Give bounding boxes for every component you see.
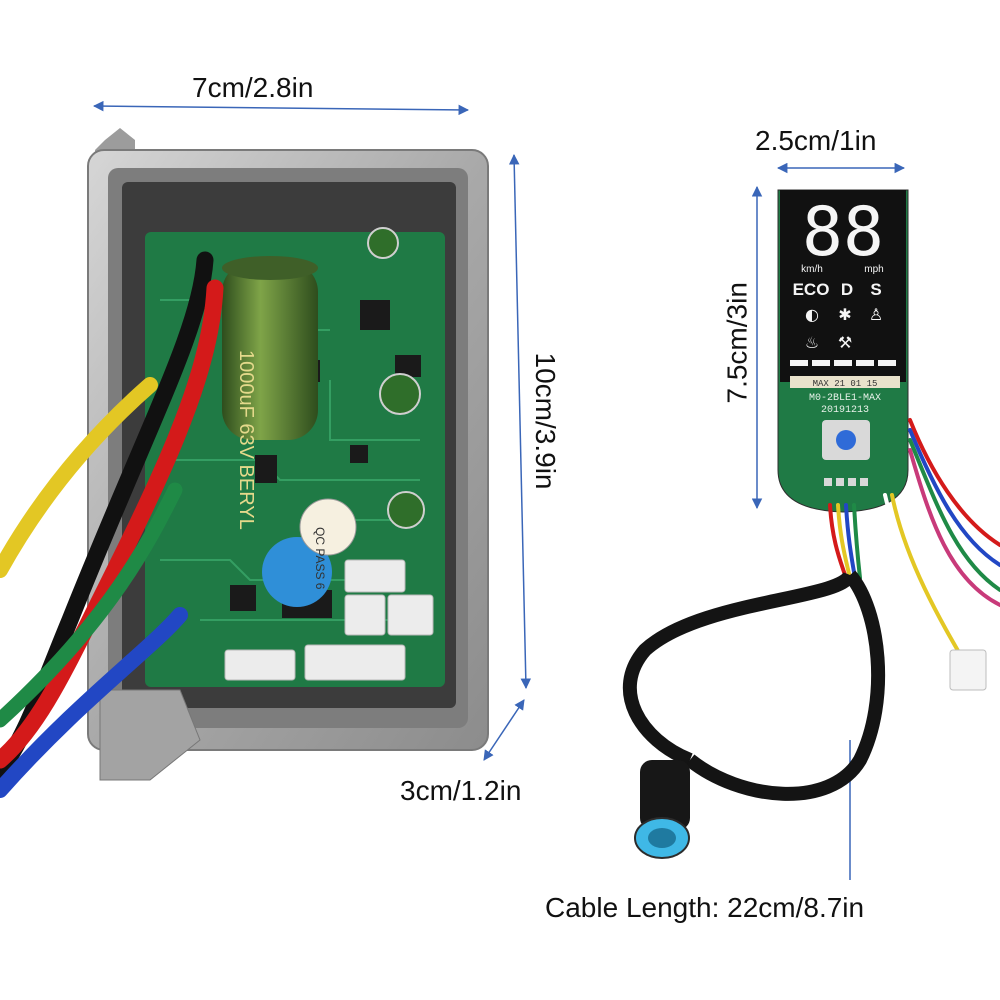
mode-eco: ECO <box>793 280 830 299</box>
walk-icon: ♙ <box>869 305 883 324</box>
display-width-label: 2.5cm/1in <box>755 125 877 156</box>
cable-length-label: Cable Length: 22cm/8.7in <box>545 892 865 923</box>
controller-width-label: 7cm/2.8in <box>192 72 314 103</box>
mode-d: D <box>841 280 853 299</box>
bluetooth-icon: ✱ <box>838 305 851 324</box>
mode-s: S <box>870 280 881 299</box>
display-small-connector <box>949 649 987 691</box>
battery-bars <box>790 360 896 366</box>
controller-wires <box>0 251 224 798</box>
wrench-icon: ⚒ <box>838 333 852 352</box>
controller-depth-label: 3cm/1.2in <box>400 775 522 806</box>
headlight-icon: ◐ <box>805 305 819 324</box>
unit-kmh: km/h <box>801 264 823 275</box>
speed-digits: 88 <box>802 193 884 272</box>
board-text-2: M0-2BLE1-MAX <box>809 393 881 404</box>
board-text-3: 20191213 <box>821 405 869 416</box>
display-height-label: 7.5cm/3in <box>721 282 753 404</box>
display-cable <box>622 570 886 859</box>
unit-mph: mph <box>864 264 883 275</box>
large-capacitor: 1000uF 63V BERYL <box>222 256 318 530</box>
thermometer-icon: ♨ <box>805 333 819 352</box>
board-text-1: MAX 21 01 15 <box>813 379 878 389</box>
capacitor-text: 1000uF 63V BERYL <box>235 350 257 530</box>
controller-height-label: 10cm/3.9in <box>530 352 561 490</box>
display-board: 88 km/h mph ECO D S ◐ ✱ ♙ ♨ ⚒ MAX 21 01 … <box>777 189 909 513</box>
qc-sticker-text: QC PASS 6 <box>313 527 327 590</box>
